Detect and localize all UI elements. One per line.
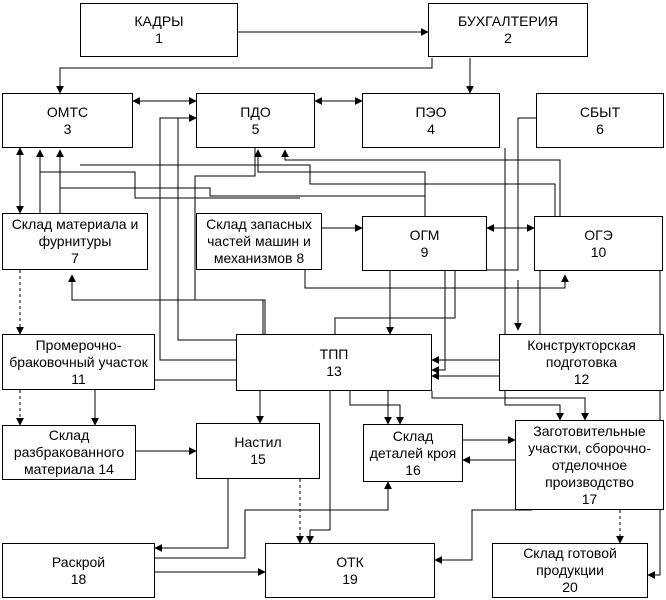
node-label: Промерочно-браковочный участок	[9, 336, 148, 370]
node-number: 17	[581, 490, 598, 507]
connector-13-19	[306, 391, 331, 544]
node-promerochno: Промерочно-браковочный участок 11	[2, 334, 155, 390]
node-label: ОГМ	[409, 226, 440, 243]
node-peo: ПЭО 4	[362, 93, 500, 148]
node-zagotovitelnye: Заготовительные участки, сборочно-отдело…	[515, 420, 664, 510]
node-number: 13	[326, 362, 342, 379]
node-number: 12	[573, 371, 590, 387]
connector-3-8	[40, 171, 300, 199]
node-number: 6	[596, 120, 604, 137]
node-omts: ОМТС 3	[2, 93, 133, 148]
connector-18-16	[155, 481, 392, 559]
node-label: ПЭО	[415, 103, 447, 120]
node-label: КАДРЫ	[134, 13, 184, 29]
connector-5-10	[80, 164, 556, 216]
node-label: Конструкторская подготовка	[527, 337, 636, 370]
connector-17-19	[434, 509, 532, 564]
node-number: 5	[251, 120, 260, 137]
node-label: СБЫТ	[579, 103, 621, 120]
node-label: Раскрой	[51, 553, 106, 570]
node-number: 11	[71, 370, 86, 387]
node-label: Склад деталей кроя	[369, 427, 457, 461]
connector-13-16b	[349, 391, 404, 425]
node-label: ОГЭ	[584, 226, 613, 243]
node-oge: ОГЭ 10	[534, 216, 663, 271]
connector-13-17	[431, 391, 589, 421]
node-number: 3	[63, 120, 72, 137]
node-number: 19	[342, 570, 358, 587]
node-sklad-materiala: Склад материала и фурнитуры 7	[2, 213, 148, 270]
connector-4-17	[504, 148, 564, 421]
node-sklad-detaley: Склад деталей кроя 16	[363, 424, 463, 482]
node-ogm: ОГМ 9	[362, 216, 487, 271]
node-label: Склад запасных частей машин и механизмов…	[206, 216, 312, 266]
node-number: 1	[155, 30, 163, 46]
node-number: 2	[504, 30, 512, 46]
node-sklad-zapchastey: Склад запасных частей машин и механизмов…	[196, 213, 322, 270]
node-label: Склад разбракованного материала 14	[13, 427, 125, 477]
node-number: 16	[405, 461, 421, 478]
node-konstruktorskaya: Конструкторская подготовка 12	[499, 334, 664, 391]
node-tpp: ТПП 13	[236, 334, 432, 391]
connector-13-7	[68, 274, 266, 334]
node-buhgalteriya: БУХГАЛТЕРИЯ 2	[428, 3, 588, 57]
connector-15-18	[154, 479, 229, 552]
node-label: ТПП	[319, 345, 349, 362]
node-label: Настил	[234, 434, 282, 450]
node-pdo: ПДО 5	[196, 93, 315, 148]
node-label: ОТК	[336, 553, 364, 570]
node-nastil: Настил 15	[196, 423, 320, 479]
connector-5-13	[194, 148, 264, 334]
node-label: ПДО	[240, 103, 271, 120]
node-number: 15	[250, 451, 266, 467]
node-kadry: КАДРЫ 1	[80, 3, 238, 57]
node-sklad-razbrakovannogo: Склад разбракованного материала 14 14	[2, 425, 136, 480]
node-sklad-gotovoy: Склад готовой продукции 20	[492, 543, 648, 598]
node-sbyt: СБЫТ 6	[536, 93, 664, 148]
node-number: 4	[427, 120, 435, 137]
node-label: БУХГАЛТЕРИЯ	[458, 13, 558, 29]
node-number: 9	[420, 243, 429, 260]
node-number: 20	[562, 579, 578, 595]
connector-3-9	[60, 187, 426, 216]
connector-10-5	[281, 149, 561, 216]
node-number: 7	[71, 250, 79, 266]
node-label: ОМТС	[46, 103, 89, 120]
node-raskroy: Раскрой 18	[2, 543, 155, 598]
connector-13-5	[177, 114, 236, 341]
node-number: 10	[590, 243, 607, 260]
node-label: Склад материала и фурнитуры	[11, 216, 139, 249]
node-label: Склад готовой продукции	[523, 545, 617, 578]
node-label: Заготовительные участки, сборочно-отдело…	[528, 422, 651, 490]
connector-9-5	[254, 149, 426, 216]
connector-2-3	[56, 58, 433, 94]
connector-ogm-13	[334, 270, 456, 334]
node-number: 18	[70, 570, 87, 587]
connector-8-10	[304, 270, 569, 289]
node-otk: ОТК 19	[265, 543, 435, 598]
